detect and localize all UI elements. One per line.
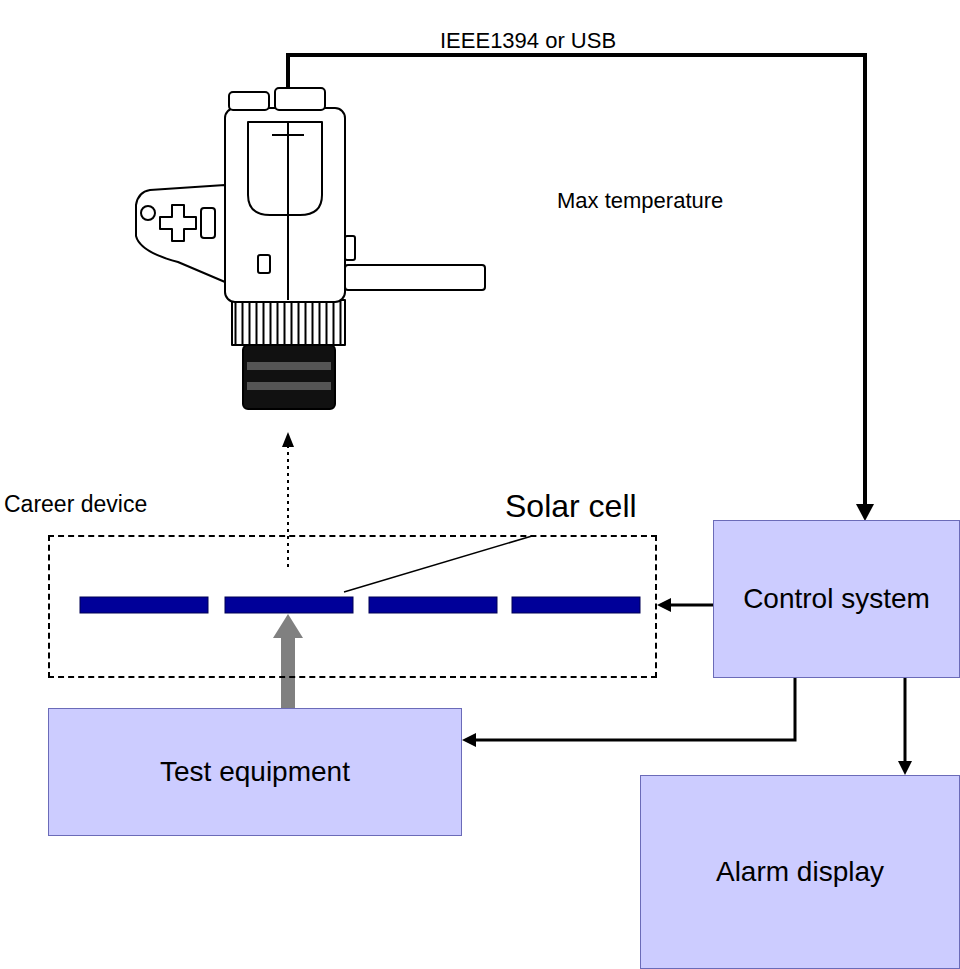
lcd-flap (345, 265, 485, 290)
interface-label: IEEE1394 or USB (440, 28, 616, 53)
solar-cell (80, 597, 208, 613)
dpad (160, 205, 196, 241)
solar-cell (225, 597, 353, 613)
node-text: Career device (4, 491, 147, 519)
knob (141, 206, 155, 220)
node-text: Control system (743, 582, 930, 616)
equipment-box: Test equipment (48, 708, 462, 836)
hinge (345, 236, 355, 260)
leader-line (344, 536, 532, 592)
connector-arrow (476, 678, 795, 740)
node-text: Alarm display (716, 855, 884, 889)
connector-arrow (671, 604, 713, 607)
lens-band (247, 362, 331, 370)
focus-ring (232, 300, 345, 345)
connector-arrow (904, 678, 907, 761)
view-line (287, 446, 289, 567)
camera-body (225, 108, 345, 302)
alarm-box: Alarm display (640, 775, 960, 969)
test-arrow (281, 638, 295, 708)
control-box: Control system (713, 520, 960, 678)
top-part (275, 88, 325, 110)
panel-mark (272, 134, 304, 136)
top-part (229, 92, 269, 110)
viewfinder-panel (248, 122, 322, 215)
button (201, 208, 215, 238)
view-arrowhead (282, 432, 294, 447)
camera-grip (136, 185, 225, 282)
carrier-device-frame: Career device (48, 535, 657, 678)
solar-cell (369, 597, 497, 613)
body-button (258, 255, 270, 273)
body-seam (287, 122, 289, 300)
node-text: Test equipment (160, 755, 350, 789)
signal-label: Max temperature (557, 188, 723, 213)
cable-line (288, 55, 865, 506)
cable-arrowhead (856, 504, 874, 521)
lens-band (247, 382, 331, 390)
solar-cells (80, 597, 640, 613)
solar-cell (512, 597, 640, 613)
lens (243, 345, 335, 409)
part-label: Solar cell (505, 488, 637, 525)
camera-illustration (136, 88, 485, 409)
